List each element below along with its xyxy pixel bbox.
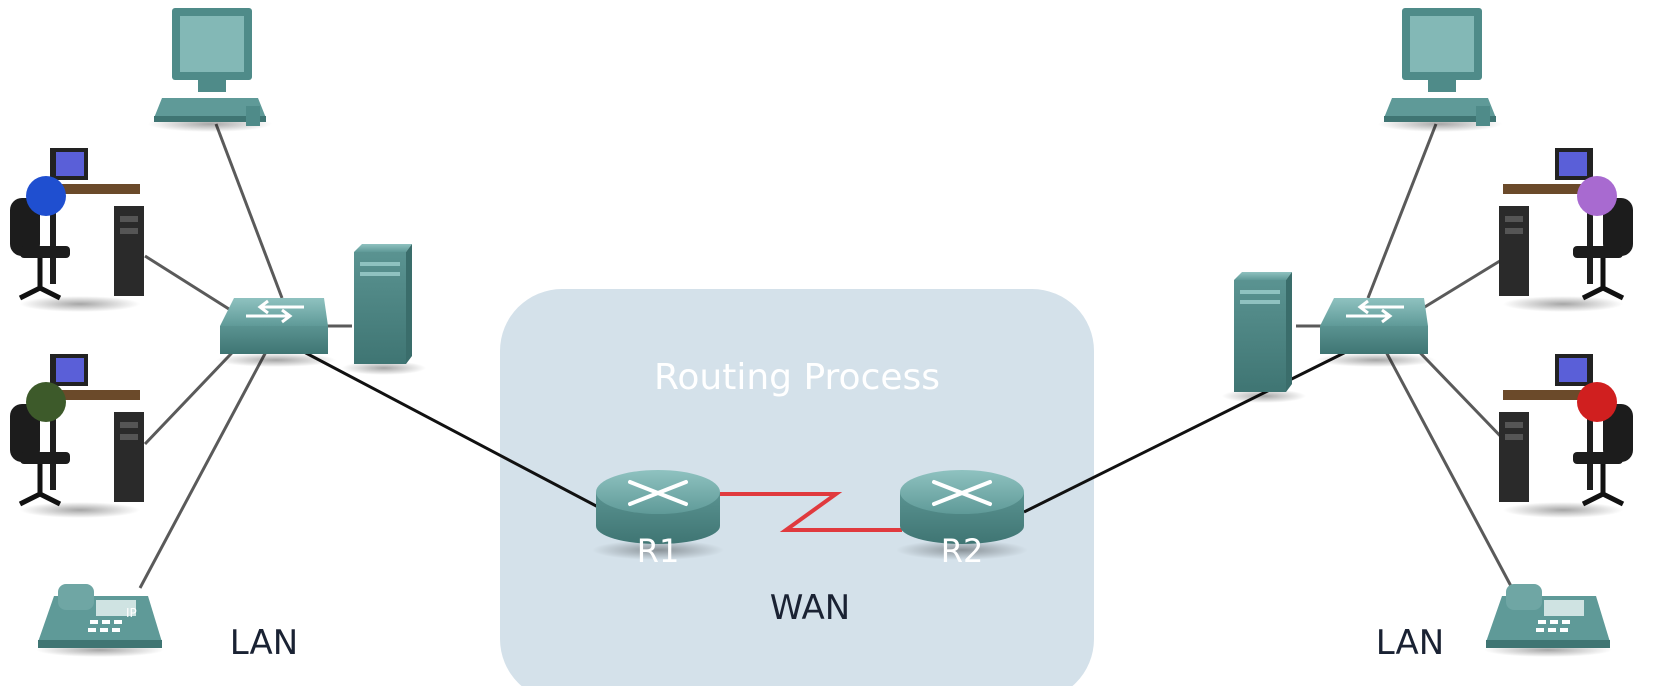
right-uplink-cable — [1023, 350, 1347, 514]
ip-phone-badge: IP — [126, 606, 137, 620]
routing-process-title: Routing Process — [654, 357, 940, 398]
router-r2-label: R2 — [941, 532, 984, 570]
user-workstation-icon — [10, 148, 144, 312]
ip-phone-icon — [1484, 584, 1612, 657]
left-lan-label: LAN — [230, 623, 298, 663]
user-workstation-icon — [1499, 148, 1633, 518]
user-torso — [26, 382, 66, 422]
desktop-pc-icon — [1378, 8, 1502, 132]
right-lan-label: LAN — [1376, 623, 1444, 663]
wan-serial-link — [716, 492, 902, 532]
switch-icon — [214, 296, 338, 369]
desktop-pc-icon — [148, 8, 272, 132]
router-r1-label: R1 — [637, 532, 680, 570]
user-torso — [26, 176, 66, 216]
routing-process-area — [500, 289, 1094, 686]
left-uplink-cable — [303, 350, 601, 510]
wan-label: WAN — [770, 588, 850, 628]
server-icon — [342, 244, 426, 375]
ip-phone-icon — [36, 584, 164, 657]
switch-icon — [1314, 296, 1438, 369]
user-workstation-icon — [10, 354, 144, 518]
server-icon — [1222, 272, 1306, 403]
